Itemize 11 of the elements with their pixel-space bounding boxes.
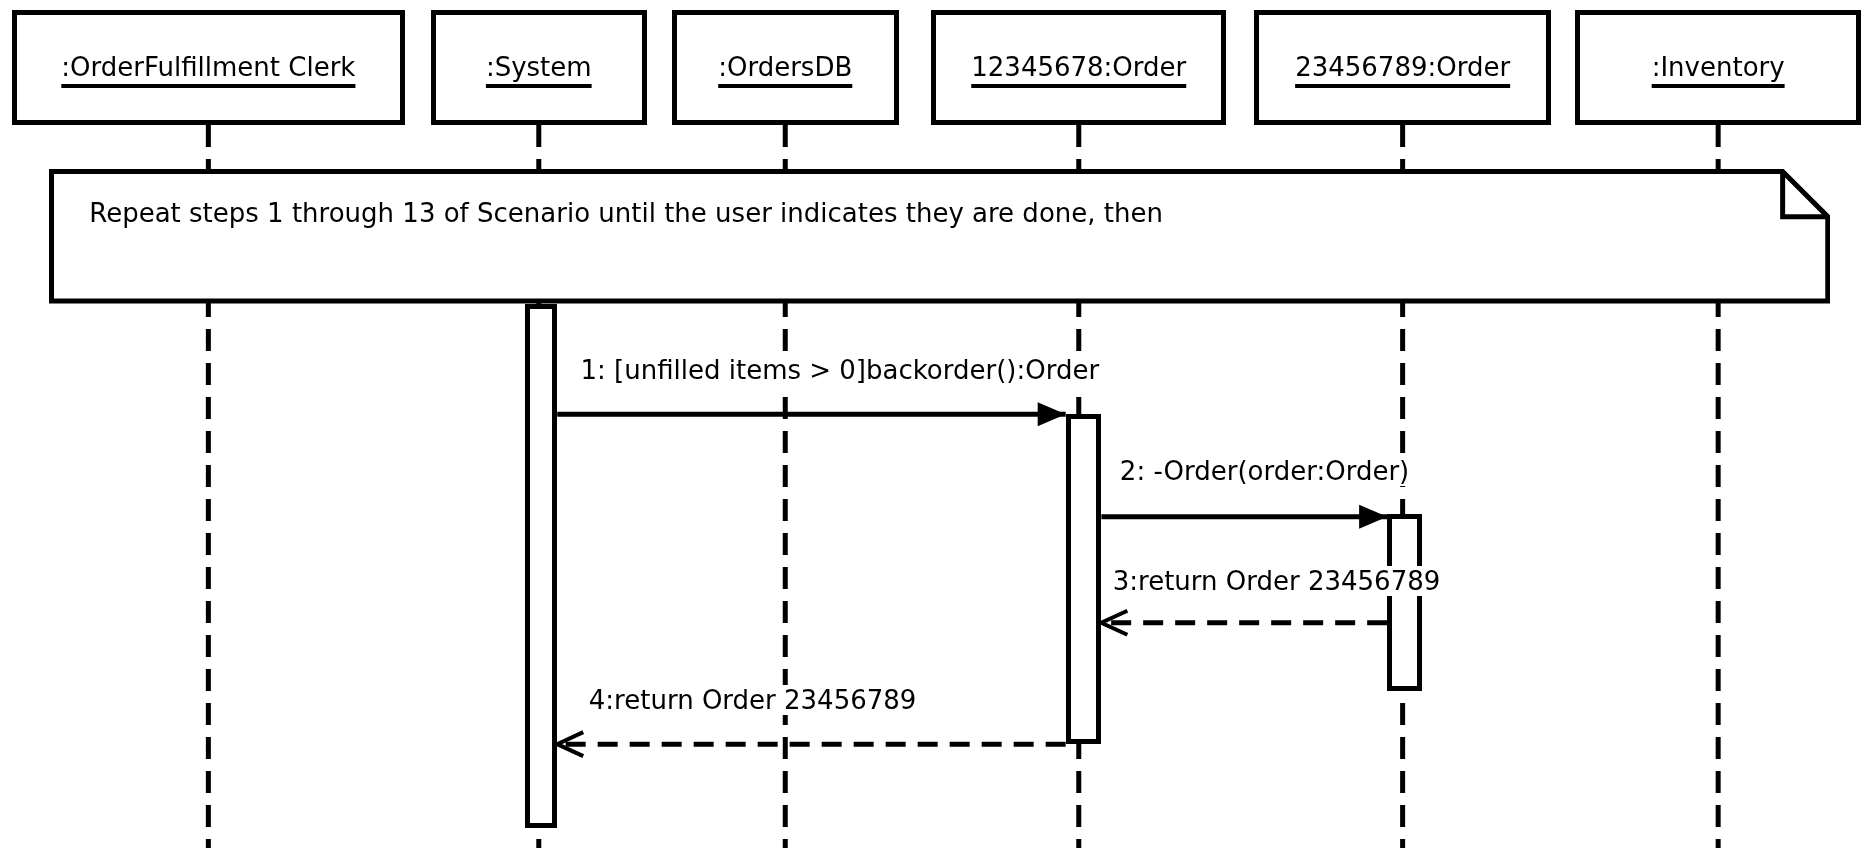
note-text: Repeat steps 1 through 13 of Scenario until the user indicates they are done, then <box>89 200 1163 226</box>
activation-bar <box>1065 414 1102 745</box>
return-arrow <box>555 730 1066 759</box>
activation-bar <box>525 303 558 828</box>
object-box <box>1575 9 1862 125</box>
message-arrow <box>557 402 1066 427</box>
object-box <box>671 9 899 125</box>
return-arrow <box>1099 608 1388 637</box>
message-arrow <box>1101 504 1388 529</box>
note <box>48 169 1831 304</box>
object-box <box>431 9 647 125</box>
